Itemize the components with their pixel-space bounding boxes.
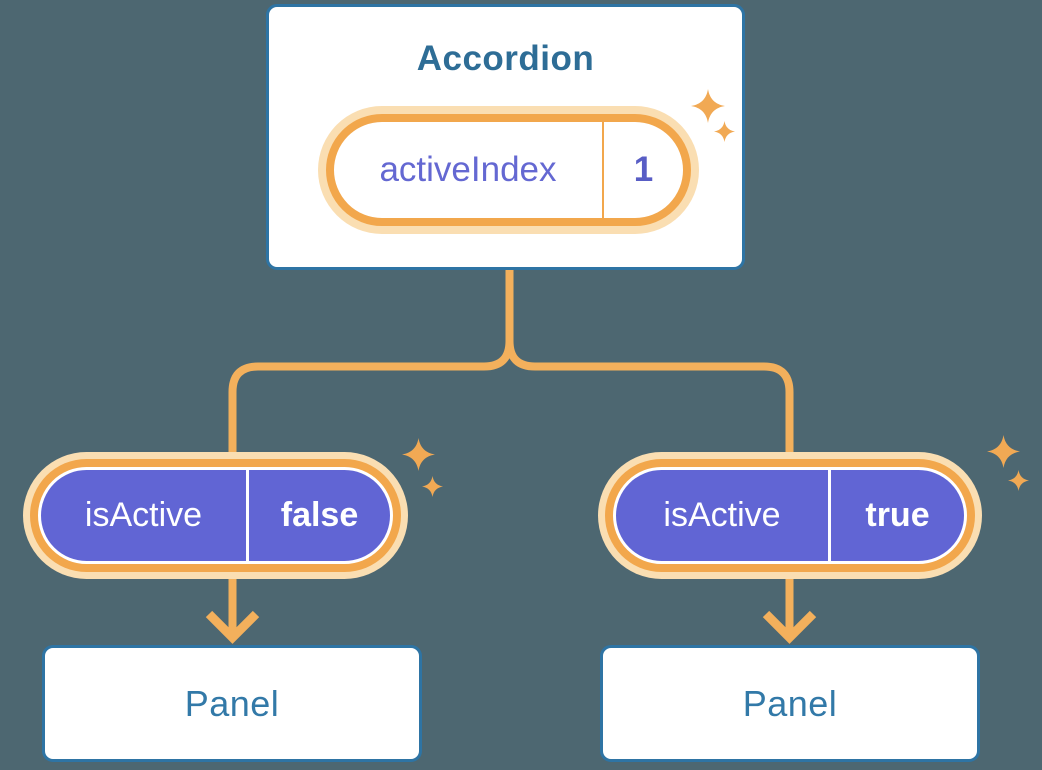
accordion-box: Accordion activeIndex 1 (266, 4, 745, 270)
panel-box-left: Panel (42, 645, 422, 762)
sparkle-icon (714, 121, 735, 142)
sparkle-icon (987, 435, 1020, 468)
connector-line-right (505, 269, 794, 637)
sparkle-icon (402, 438, 435, 471)
prop-pill-label: isActive (84, 496, 203, 534)
prop-pill-label: isActive (663, 496, 781, 534)
pill-divider (602, 122, 604, 218)
prop-pill-value: true (865, 496, 930, 534)
panel-title: Panel (184, 682, 280, 724)
pill-divider (246, 470, 249, 561)
panel-title: Panel (742, 682, 838, 724)
sparkle-icon (422, 476, 443, 497)
panel-box-right: Panel (600, 645, 980, 762)
state-pill-label: activeIndex (379, 150, 557, 189)
sparkle-icon (691, 89, 725, 123)
arrow-down-icon (762, 610, 817, 644)
state-pill-active-index: activeIndex 1 (326, 114, 691, 226)
pill-divider (828, 470, 831, 561)
prop-pill-value: false (280, 496, 359, 534)
state-pill-value: 1 (633, 150, 654, 189)
arrow-down-icon (205, 610, 260, 644)
accordion-title: Accordion (416, 39, 595, 78)
connector-line-left (228, 269, 514, 637)
prop-pill-is-active-false: isActive false (38, 467, 393, 564)
sparkle-icon (1008, 470, 1029, 491)
prop-pill-is-active-true: isActive true (613, 467, 967, 564)
